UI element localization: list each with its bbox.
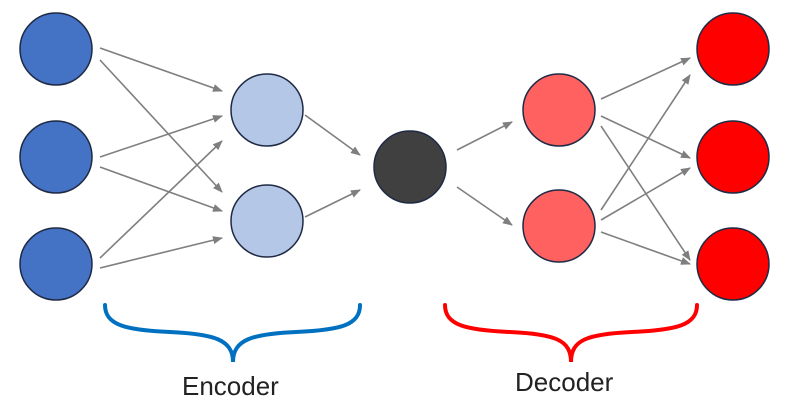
arrow [99, 166, 223, 212]
arrow [99, 47, 223, 92]
input-node [19, 120, 93, 194]
arrow [304, 189, 361, 218]
decoder-hidden-node [522, 189, 596, 263]
decoder-label: Decoder [515, 367, 614, 397]
input-node [19, 227, 93, 301]
arrow [99, 236, 223, 269]
encoder-brace [103, 303, 362, 363]
decoder-brace [443, 303, 699, 363]
arrow [600, 74, 691, 211]
encoder-hidden-node [230, 73, 304, 147]
arrow [304, 114, 361, 156]
arrow [456, 121, 513, 151]
arrow [600, 57, 691, 100]
arrow [600, 167, 691, 221]
arrow [600, 125, 691, 261]
arrow [600, 115, 691, 159]
arrow [456, 186, 513, 226]
arrow [99, 140, 223, 259]
encoder-label: Encoder [182, 371, 279, 401]
output-node [696, 12, 770, 86]
decoder-hidden-node [522, 73, 596, 147]
connections [99, 47, 691, 269]
input-node [19, 12, 93, 86]
nodes [19, 12, 770, 301]
arrow [99, 59, 223, 193]
arrow [99, 115, 223, 158]
arrow [600, 231, 691, 265]
encoder-hidden-node [230, 184, 304, 258]
output-node [696, 227, 770, 301]
bottleneck-node [373, 130, 447, 204]
output-node [696, 120, 770, 194]
